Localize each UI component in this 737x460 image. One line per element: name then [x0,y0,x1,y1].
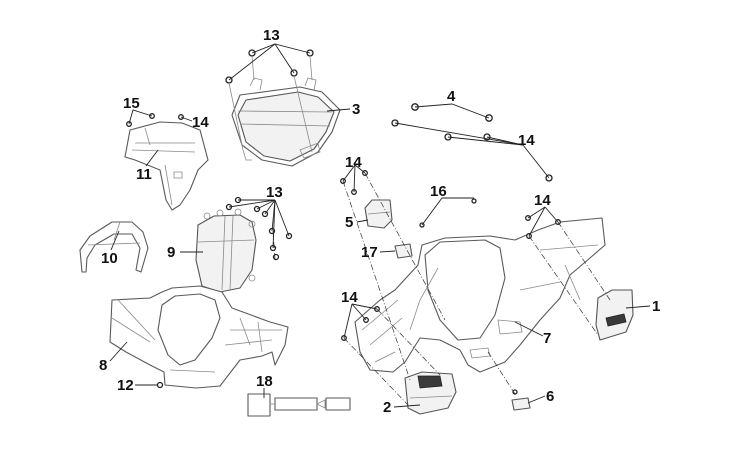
part-8-front-handlebar-cover [109,285,289,389]
callout-7: 7 [543,330,551,347]
callout-14-lower: 14 [341,289,358,306]
part-6-clip [511,397,531,411]
leader-lines [109,43,651,408]
callout-13-top: 13 [263,27,280,44]
part-2-left-switch [404,371,457,415]
callout-3: 3 [352,101,360,118]
callout-17: 17 [361,244,378,261]
callout-14-left: 14 [192,114,209,131]
part-18-wire-harness [247,393,351,417]
callout-11: 11 [136,166,152,183]
part-1-right-switch [595,289,634,341]
part-5-bracket [364,199,393,229]
callout-8: 8 [99,357,107,374]
callout-6: 6 [546,388,554,405]
callout-10: 10 [101,250,118,267]
part-9-headlight [195,208,257,293]
callout-15: 15 [123,95,140,112]
callout-14-right: 14 [534,192,551,209]
callout-14-top-right: 14 [518,132,535,149]
callout-1: 1 [652,298,660,315]
part-7-rear-handlebar-cover [354,217,606,373]
callout-12: 12 [117,377,134,394]
callout-18: 18 [256,373,273,390]
callout-4: 4 [447,88,456,105]
callout-13-middle: 13 [266,184,283,201]
callout-14-center: 14 [345,154,362,171]
part-17-connector [394,243,413,259]
part-11-top-cover [124,121,209,211]
callout-labels: 13 3 15 14 11 4 14 14 16 13 5 14 17 9 10… [99,27,660,416]
callout-9: 9 [167,244,175,261]
callout-5: 5 [345,214,353,231]
callout-16: 16 [430,183,447,200]
part-3-meter-panel [231,77,341,167]
hardware-screws [126,49,561,395]
assembly-lines [272,172,611,406]
callout-2: 2 [383,399,391,416]
